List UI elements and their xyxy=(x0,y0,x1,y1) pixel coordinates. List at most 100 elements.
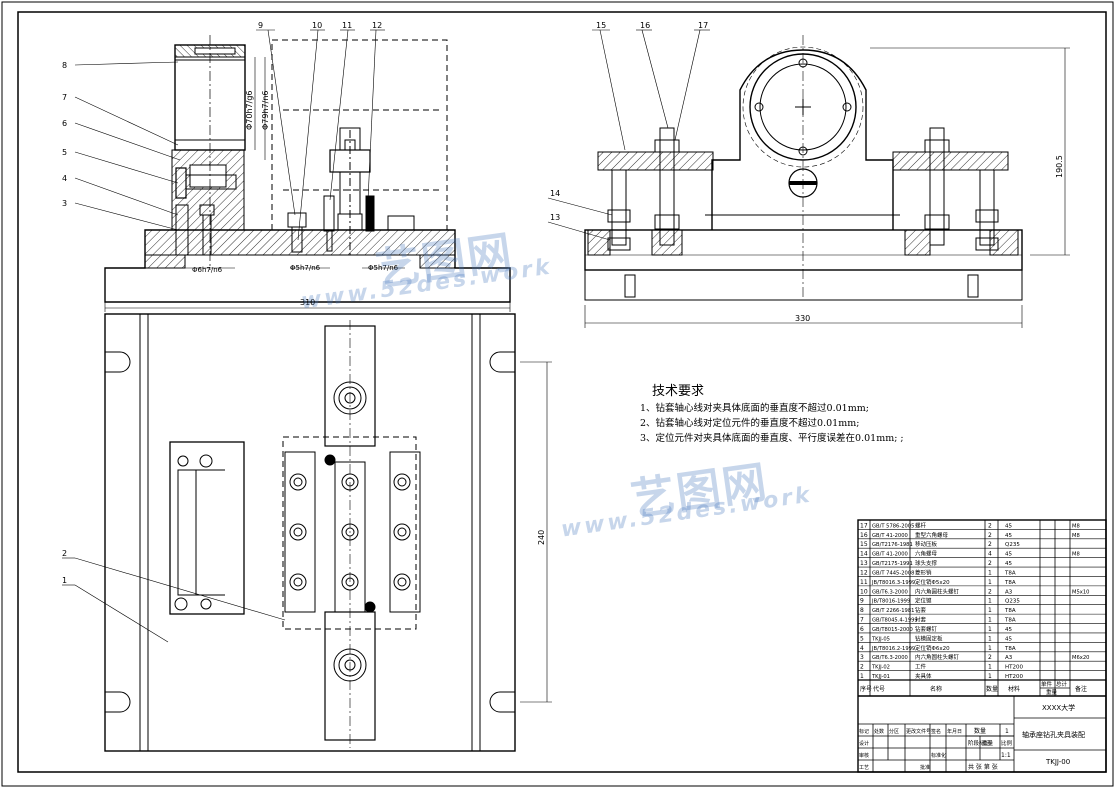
title-block-labels: 标记设计审核工艺批准处数分区更改文件号签名年月日标准化 xyxy=(859,728,962,771)
bom-cell-qty: 1 xyxy=(988,664,992,671)
bom-cell-material: 45 xyxy=(1005,636,1012,642)
title-drawing: 轴承座钻孔夹具装配 xyxy=(1022,730,1085,739)
bom-cell-qty: 1 xyxy=(988,673,992,680)
title-scale-value: 1:1 xyxy=(1001,752,1011,759)
title-block-label: 处数 xyxy=(874,728,884,735)
bom-cell-qty: 1 xyxy=(988,569,992,576)
bom-header-name: 名称 xyxy=(930,685,942,693)
title-block-label: 工艺 xyxy=(859,765,869,771)
bom-cell-no: 4 xyxy=(860,645,864,652)
bom-cell-no: 14 xyxy=(860,551,868,558)
dim-pin-fit-6: Φ6h7/n6 xyxy=(192,266,223,274)
callout-3: 3 xyxy=(62,199,67,208)
bom-cell-code: GB/T 2266-1981 xyxy=(872,608,914,614)
bom-cell-no: 7 xyxy=(860,617,864,624)
dim-plan-length: 240 xyxy=(537,530,546,545)
bom-cell-code: GB/T2176-1981 xyxy=(872,542,913,548)
bom-cell-no: 15 xyxy=(860,541,868,548)
bom-cell-code: TKJJ-05 xyxy=(871,636,890,642)
requirement-2: 2、钻套轴心线对定位元件的垂直度不超过0.01mm; xyxy=(640,418,860,429)
bom-cell-code: TKJJ-02 xyxy=(871,665,890,671)
bom-cell-note: M5x10 xyxy=(1072,589,1089,595)
title-stage-label: 阶段标记 xyxy=(968,739,991,747)
bom-cell-qty: 1 xyxy=(988,598,992,605)
bom-cell-qty: 2 xyxy=(988,541,992,548)
bom-cell-code: JB/T8016.2-1999 xyxy=(871,646,915,652)
dim-front-length: 310 xyxy=(300,298,315,307)
bom-cell-code: GB/T 5786-2005 xyxy=(872,523,914,529)
bom-header-no: 序号 xyxy=(860,685,872,693)
bom-cell-name: 菱形销 xyxy=(915,568,932,576)
bom-cell-code: GB/T8015-2000 xyxy=(872,627,913,633)
bom-cell-code: TKJJ-01 xyxy=(871,674,890,680)
title-qty-label: 数量 xyxy=(974,727,986,735)
bom-cell-qty: 2 xyxy=(988,560,992,567)
plan-view xyxy=(104,313,516,752)
bom-cell-no: 13 xyxy=(860,560,868,567)
bom-cell-code: GB/T 7445-2008 xyxy=(872,570,914,576)
title-block-label: 批准 xyxy=(920,764,930,771)
callout-11: 11 xyxy=(342,21,352,30)
bom-cell-qty: 2 xyxy=(988,588,992,595)
title-block-label: 标记 xyxy=(859,728,869,735)
bom-cell-qty: 1 xyxy=(988,635,992,642)
dim-bush-fit-2: Φ79h7/n6 xyxy=(261,91,270,131)
bom-cell-material: 45 xyxy=(1005,552,1012,558)
bom-cell-qty: 4 xyxy=(988,551,992,558)
bom-cell-name: 六角螺母 xyxy=(915,550,938,558)
bom-cell-code: JB/T8016.3-1999 xyxy=(871,580,915,586)
callout-8: 8 xyxy=(62,61,67,70)
bom-cell-qty: 2 xyxy=(988,654,992,661)
bom-cell-name: 球头支撑 xyxy=(915,559,938,567)
bom-header-unit: 单件 xyxy=(1041,680,1053,688)
bom-cell-no: 2 xyxy=(860,664,864,671)
bom-cell-material: T8A xyxy=(1004,618,1016,624)
bom-cell-qty: 2 xyxy=(988,522,992,529)
sheet-border-inner xyxy=(17,11,1107,773)
bom-cell-name: 工件 xyxy=(915,663,927,671)
bom-cell-material: 45 xyxy=(1005,523,1012,529)
bom-cell-no: 5 xyxy=(860,635,864,642)
dim-side-length: 330 xyxy=(795,314,810,323)
bom-cell-note: M6x20 xyxy=(1072,655,1089,661)
bom-cell-no: 6 xyxy=(860,626,864,633)
bom-cell-material: A3 xyxy=(1005,655,1013,661)
bom-header-total: 总计 xyxy=(1056,680,1068,688)
bom-cell-code: JB/T8016-1999 xyxy=(871,599,910,605)
bom-cell-material: 45 xyxy=(1005,533,1012,539)
bom-cell-name: 钻套螺钉 xyxy=(915,625,938,633)
bom-cell-qty: 1 xyxy=(988,617,992,624)
title-scale-label: 比例 xyxy=(1001,739,1013,747)
bom-header-material: 材料 xyxy=(1008,685,1020,693)
bom-cell-name: 内六角圆柱头螺钉 xyxy=(915,587,960,595)
bom-cell-no: 17 xyxy=(860,522,868,529)
bom-cell-material: 45 xyxy=(1005,627,1012,633)
bom-cell-material: 45 xyxy=(1005,561,1012,567)
side-view xyxy=(584,35,1023,301)
callout-1: 1 xyxy=(62,576,67,585)
title-block-label: 审核 xyxy=(859,752,869,759)
bom-cell-name: 定位销Φ6x20 xyxy=(915,644,950,652)
title-block-label: 标准化 xyxy=(931,752,946,759)
plan-dimensions xyxy=(62,361,552,703)
bom-cell-name: 钻模固定板 xyxy=(915,634,943,642)
callout-6: 6 xyxy=(62,119,67,128)
callout-9: 9 xyxy=(258,21,263,30)
callout-12: 12 xyxy=(372,21,382,30)
bom-header-qty: 数量 xyxy=(986,685,998,693)
bom-cell-material: T8A xyxy=(1004,570,1016,576)
callout-7: 7 xyxy=(62,93,67,102)
bom-cell-material: HT200 xyxy=(1005,674,1023,680)
bom-cell-note: M8 xyxy=(1072,552,1080,558)
callout-16: 16 xyxy=(640,21,650,30)
title-block-label: 更改文件号 xyxy=(906,728,931,735)
dim-pin-fit-5b: Φ5h7/n6 xyxy=(368,264,399,272)
bom-cell-name: 定位键 xyxy=(915,597,932,605)
bom-header-note: 备注 xyxy=(1075,685,1087,693)
bom-cell-no: 10 xyxy=(860,588,868,595)
bom-cell-material: Q235 xyxy=(1005,542,1020,548)
title-block-label: 设计 xyxy=(859,740,869,747)
bom-cell-no: 9 xyxy=(860,598,864,605)
